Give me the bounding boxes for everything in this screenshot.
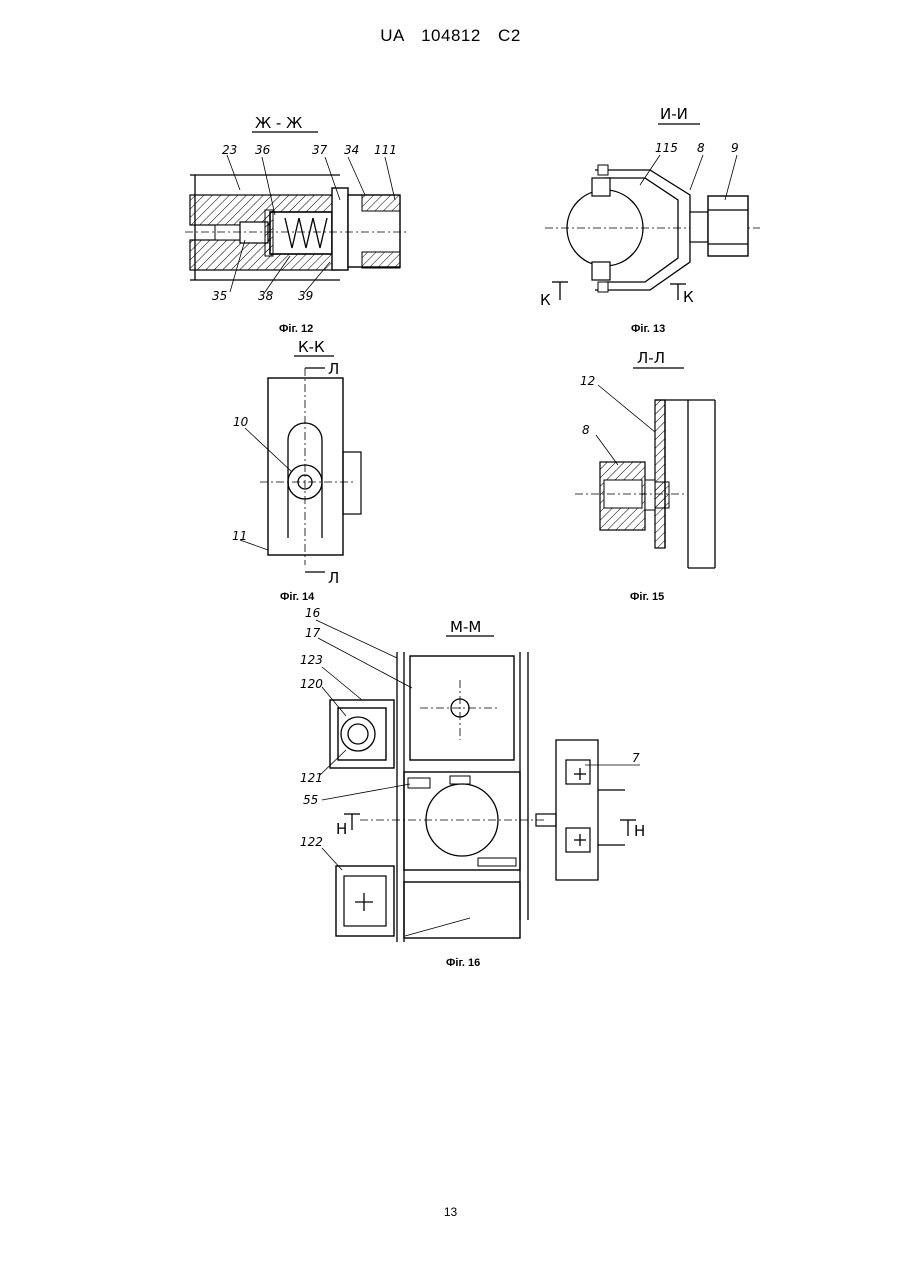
fig16-caption: Фіг. 16 (446, 957, 480, 969)
fig15-label-8: 8 (582, 423, 590, 437)
fig16-label-16: 16 (305, 606, 321, 620)
fig12-caption: Фіг. 12 (279, 323, 313, 335)
fig14-section-title: К-К (298, 338, 325, 356)
fig12-label-38: 38 (258, 289, 274, 303)
fig12-label-111: 111 (374, 143, 397, 157)
fig12-label-35: 35 (212, 289, 227, 303)
fig14-caption: Фіг. 14 (280, 591, 315, 603)
fig13-label-8: 8 (697, 141, 705, 155)
fig15-section-title: Л-Л (637, 349, 665, 367)
fig13-cut-mark-right: К (683, 288, 694, 306)
fig13-section-title: И-И (660, 105, 688, 123)
figure-12: Ж - Ж 23 36 37 34 111 35 38 (185, 114, 408, 335)
fig13-cut-mark-left: К (540, 291, 551, 309)
fig13-label-115: 115 (655, 141, 678, 155)
fig16-label-17: 17 (305, 626, 321, 640)
fig16-label-7: 7 (632, 751, 640, 765)
fig12-label-37: 37 (312, 143, 328, 157)
fig15-label-12: 12 (580, 374, 595, 388)
fig14-label-11: 11 (232, 529, 247, 543)
fig16-label-123: 123 (300, 653, 323, 667)
fig13-label-9: 9 (731, 141, 739, 155)
fig16-cut-mark-right: Н (634, 822, 645, 840)
fig16-label-55: 55 (303, 793, 318, 807)
fig12-label-23: 23 (222, 143, 237, 157)
fig12-label-39: 39 (298, 289, 313, 303)
fig12-label-34: 34 (344, 143, 359, 157)
fig16-label-121: 121 (300, 771, 323, 785)
fig12-label-36: 36 (255, 143, 271, 157)
fig16-section-title: М-М (450, 618, 481, 636)
fig14-label-10: 10 (233, 415, 249, 429)
figure-14: К-К Л Л 10 11 Фіг. 14 (232, 338, 361, 603)
fig16-cut-mark-left: Н (336, 820, 347, 838)
fig14-cut-mark-top: Л (328, 360, 339, 378)
fig12-section-title: Ж - Ж (255, 114, 302, 132)
fig13-caption: Фіг. 13 (631, 323, 665, 335)
fig14-cut-mark-bottom: Л (328, 569, 339, 587)
fig16-label-120: 120 (300, 677, 323, 691)
fig16-label-122: 122 (300, 835, 323, 849)
page-number: 13 (0, 1205, 901, 1219)
figure-16: М-М (300, 606, 645, 969)
figure-15: Л-Л 12 8 Фіг. 15 (575, 349, 715, 603)
figure-13: И-И 115 8 9 К К Фіг. 13 (540, 105, 760, 335)
fig15-caption: Фіг. 15 (630, 591, 664, 603)
